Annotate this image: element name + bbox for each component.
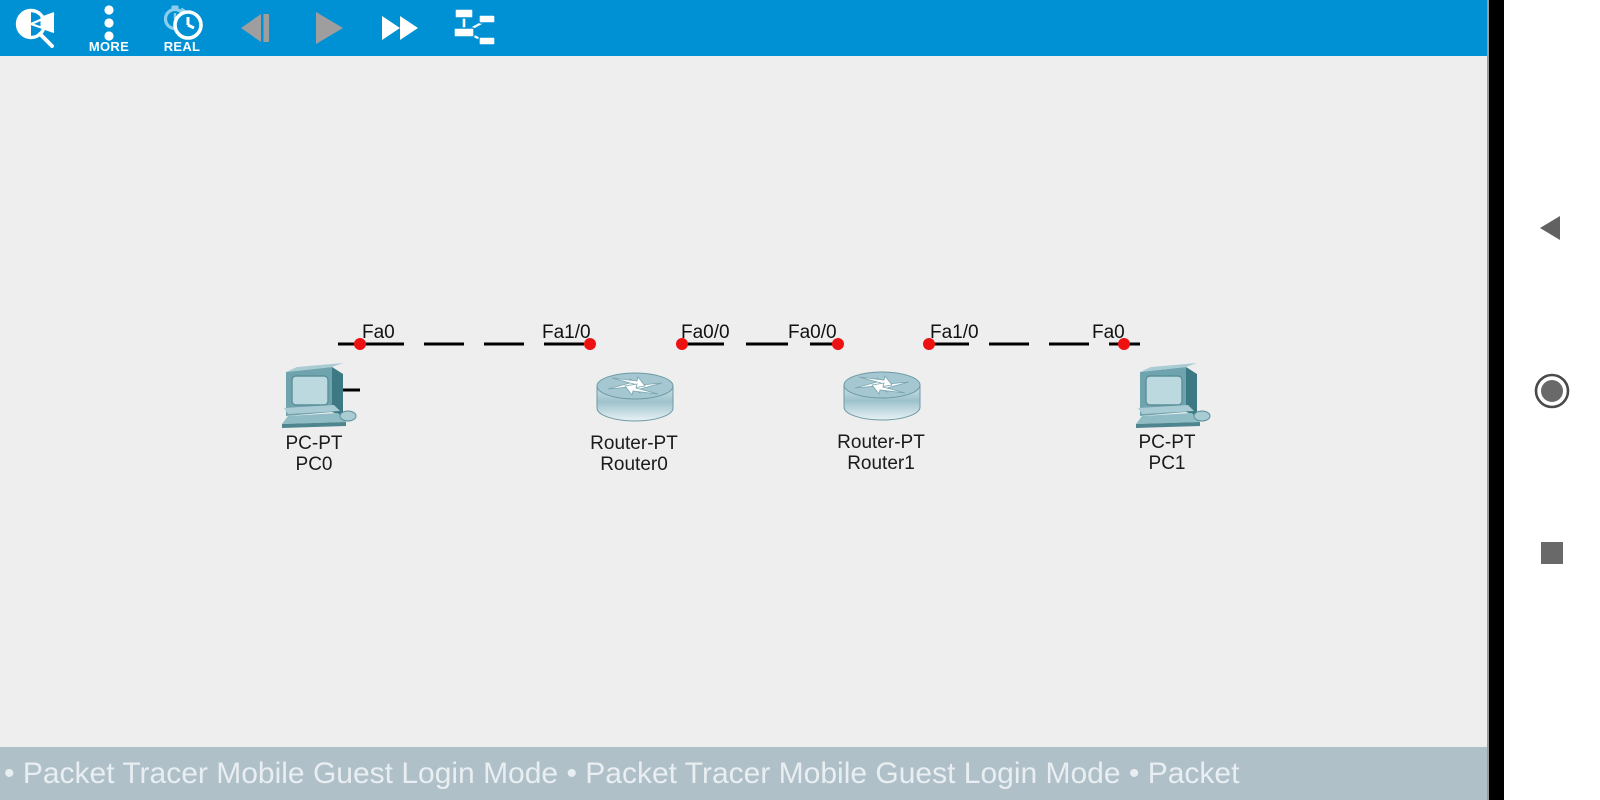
packet-tracer-window: MORE REAL: [0, 0, 1487, 800]
magnifier-inspect-icon: [12, 7, 60, 49]
port-label-router1-fa0-0: Fa0/0: [788, 322, 837, 343]
more-vertical-dots-icon: [98, 4, 120, 52]
status-ticker-bar: • Packet Tracer Mobile Guest Login Mode …: [0, 747, 1487, 800]
device-pc0-name: PC0: [296, 454, 333, 475]
router-icon: [843, 371, 921, 421]
port-label-router0-fa0-0: Fa0/0: [681, 322, 730, 343]
triangle-left-icon: [1535, 213, 1569, 248]
port-indicator: [1118, 338, 1130, 350]
device-bezel: [1487, 0, 1504, 800]
android-navigation-bar: [1504, 0, 1600, 800]
play-button[interactable]: [292, 0, 364, 56]
circle-icon: [1533, 372, 1571, 415]
stopwatch-clock-icon: [159, 4, 205, 52]
top-toolbar: MORE REAL: [0, 0, 1487, 56]
device-router0-model: Router-PT: [590, 433, 678, 454]
port-indicator: [832, 338, 844, 350]
device-router1-name: Router1: [847, 453, 915, 474]
play-icon: [308, 10, 348, 46]
pc-icon: [282, 363, 360, 428]
status-ticker-text: • Packet Tracer Mobile Guest Login Mode …: [4, 756, 1240, 790]
port-label-pc1-fa0: Fa0: [1092, 322, 1125, 343]
toolbar-filler: [511, 0, 1487, 56]
topology-view-button[interactable]: [438, 0, 510, 56]
realtime-mode-label: REAL: [163, 39, 201, 54]
pc-icon: [1136, 363, 1211, 428]
workspace-canvas[interactable]: PC-PT PC0: [0, 56, 1487, 747]
device-router1-model: Router-PT: [837, 432, 925, 453]
square-icon: [1540, 541, 1564, 570]
fast-forward-button[interactable]: [365, 0, 437, 56]
device-pc1-name: PC1: [1149, 453, 1186, 474]
fast-forward-icon: [379, 13, 423, 43]
device-pc1[interactable]: [1118, 338, 1211, 428]
device-pc0[interactable]: [282, 338, 366, 428]
port-indicator: [923, 338, 935, 350]
port-label-router1-fa1-0: Fa1/0: [930, 322, 979, 343]
device-router0[interactable]: [584, 338, 688, 422]
network-topology-diagram: PC-PT PC0: [282, 322, 1211, 475]
inspect-tool-button[interactable]: [0, 0, 72, 56]
step-back-button[interactable]: [219, 0, 291, 56]
port-indicator: [354, 338, 366, 350]
android-recents-button[interactable]: [1504, 520, 1600, 590]
android-home-button[interactable]: [1504, 358, 1600, 428]
device-router0-name: Router0: [600, 454, 668, 475]
port-indicator: [676, 338, 688, 350]
router-icon: [596, 372, 674, 422]
network-topology-icon: [451, 7, 497, 49]
step-backward-icon: [235, 11, 275, 45]
realtime-mode-button[interactable]: REAL: [146, 0, 218, 56]
more-menu-button[interactable]: MORE: [73, 0, 145, 56]
port-label-pc0-fa0: Fa0: [362, 322, 395, 343]
device-pc1-model: PC-PT: [1139, 432, 1196, 453]
more-menu-label: MORE: [88, 39, 130, 54]
port-indicator: [584, 338, 596, 350]
device-pc0-model: PC-PT: [286, 433, 343, 454]
device-router1[interactable]: [832, 338, 935, 421]
port-label-router0-fa1-0: Fa1/0: [542, 322, 591, 343]
android-back-button[interactable]: [1504, 195, 1600, 265]
